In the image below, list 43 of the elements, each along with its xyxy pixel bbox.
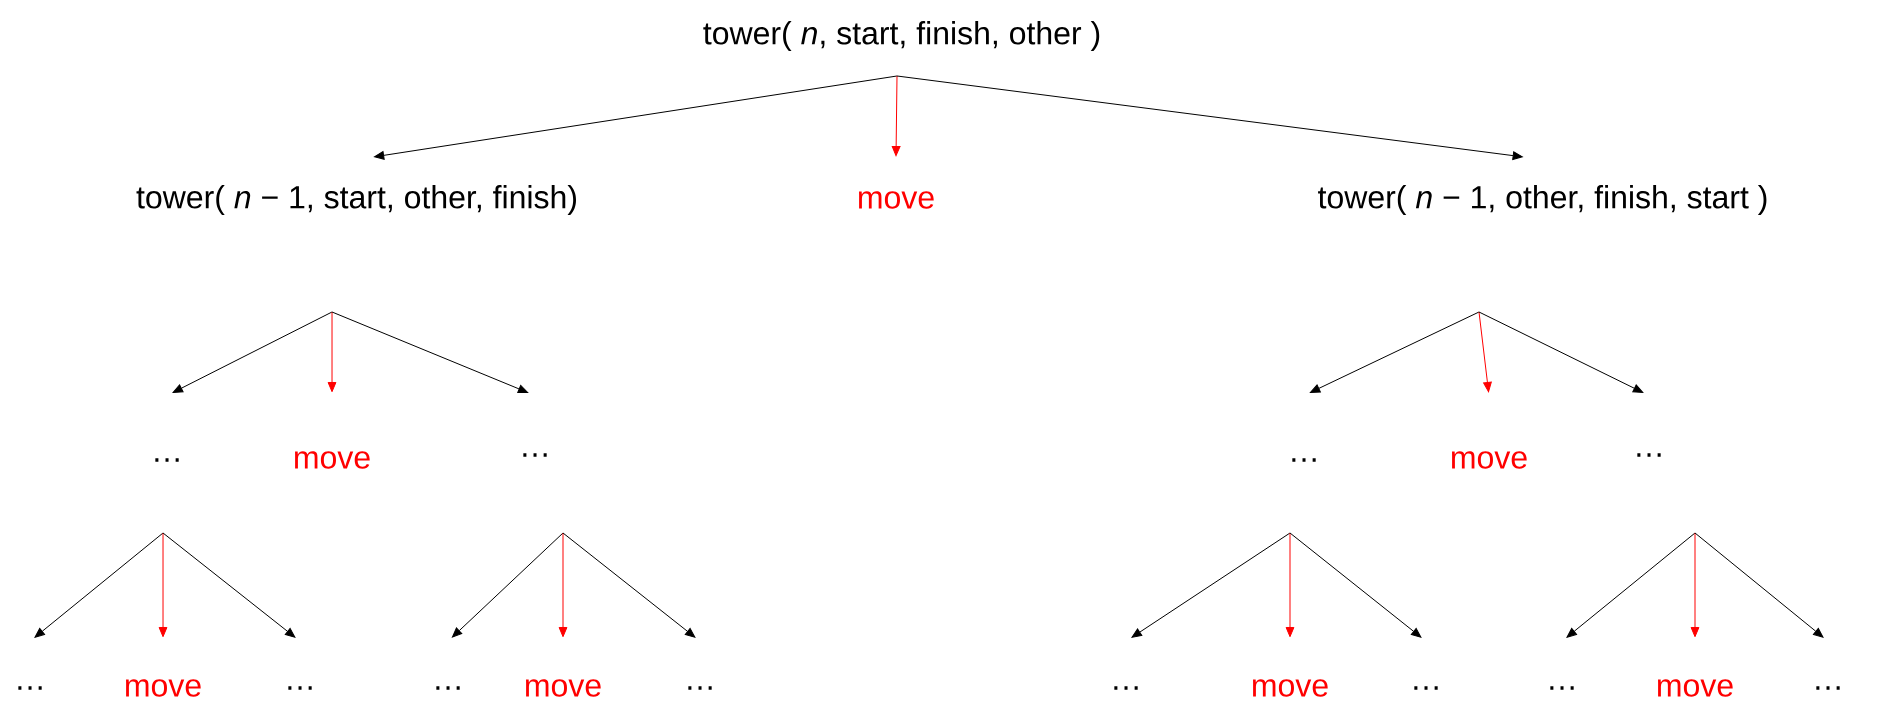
arrow xyxy=(1694,532,1824,638)
node-text: move xyxy=(526,679,601,697)
node-text: tower( n − 1, other, finish, start ) xyxy=(1318,185,1767,215)
arrow xyxy=(331,311,529,394)
arrow xyxy=(1309,311,1480,393)
arrow xyxy=(558,532,568,638)
node-text: … xyxy=(436,686,460,690)
node-text: … xyxy=(1414,686,1438,690)
arrow xyxy=(451,532,564,638)
node-text: … xyxy=(1292,458,1316,462)
node-text: tower( n − 1, start, other, finish) xyxy=(136,185,576,215)
arrow xyxy=(1285,532,1295,638)
node-text: move xyxy=(859,191,934,209)
arrow xyxy=(891,75,901,157)
node-text: move xyxy=(126,679,201,697)
arrow xyxy=(562,532,696,638)
node-text: … xyxy=(1114,686,1138,690)
arrow xyxy=(34,532,164,638)
arrow xyxy=(1289,532,1422,638)
arrow xyxy=(327,311,337,393)
arrow xyxy=(1131,532,1291,638)
arrow xyxy=(158,532,168,638)
node-text: … xyxy=(688,686,712,690)
node-text: … xyxy=(288,686,312,690)
arrow xyxy=(172,311,333,393)
node-text: tower( n, start, finish, other ) xyxy=(703,21,1100,51)
node-text: … xyxy=(18,686,42,690)
arrow xyxy=(374,75,898,160)
node-text: move xyxy=(295,451,370,469)
node-text: move xyxy=(1452,451,1527,469)
node-text: … xyxy=(1816,686,1840,690)
arrow xyxy=(896,75,1523,160)
node-text: … xyxy=(155,458,179,462)
arrow xyxy=(1566,532,1696,638)
arrow xyxy=(1690,532,1700,638)
node-text: move xyxy=(1253,679,1328,697)
node-text: … xyxy=(1637,453,1661,457)
node-text: … xyxy=(523,453,547,457)
arrow xyxy=(1478,311,1492,393)
arrow xyxy=(162,532,296,638)
node-text: move xyxy=(1658,679,1733,697)
node-text: … xyxy=(1550,686,1574,690)
arrow xyxy=(1478,311,1644,393)
